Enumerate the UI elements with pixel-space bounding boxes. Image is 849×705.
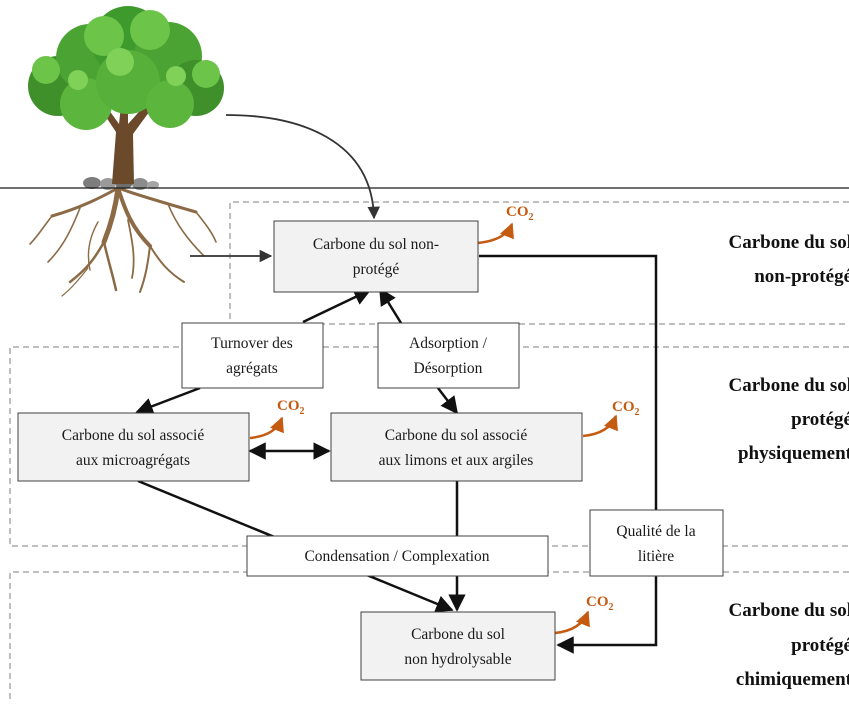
process-adsorption: Adsorption / Désorption — [377, 322, 520, 389]
node-non-hydrolysable: Carbone du sol non hydrolysable — [360, 611, 556, 681]
arrow-tree-to-carbon — [225, 114, 380, 220]
co2-label: CO2 — [612, 399, 640, 418]
process-label: Condensation / Complexation — [304, 548, 489, 565]
process-condensation: Condensation / Complexation — [246, 535, 549, 577]
co2-label: CO2 — [277, 398, 305, 417]
pool-label-line: non-protégé — [754, 266, 849, 287]
arrow-turnover-to-micro — [135, 386, 201, 415]
tree-icon — [28, 6, 224, 297]
node-label: protégé — [353, 261, 400, 278]
pool-label-line: chimiquement — [736, 669, 849, 690]
process-label: Adsorption / — [409, 335, 488, 352]
flow-arrows — [135, 114, 658, 654]
pool-label-non-protege: Carbone du sol non-protégé — [728, 232, 849, 287]
co2-labels: CO2 CO2 CO2 CO2 — [277, 204, 640, 613]
node-label: Carbone du sol non- — [313, 236, 439, 253]
process-label: Désorption — [414, 360, 483, 377]
node-label: aux limons et aux argiles — [379, 452, 534, 469]
roots-icon — [29, 185, 217, 297]
process-label: litière — [638, 548, 674, 565]
pool-region-non-protege — [229, 201, 849, 325]
pool-label-chimique: Carbone du sol protégé chimiquement — [728, 600, 849, 690]
pool-region-chimique — [9, 571, 849, 700]
node-label: Carbone du sol associé — [385, 427, 528, 444]
node-label: Carbone du sol associé — [62, 427, 205, 444]
co2-label: CO2 — [586, 594, 614, 613]
process-qualite-litiere: Qualité de la litière — [589, 509, 724, 577]
process-turnover: Turnover des agrégats — [181, 322, 324, 389]
process-label: agrégats — [226, 360, 278, 377]
arrow-adsorption-to-non-protege — [378, 287, 403, 324]
pool-label-line: Carbone du sol — [728, 232, 849, 253]
canopy-icon — [28, 6, 224, 130]
arrow-adsorption-to-limons — [437, 387, 459, 415]
co2-arrows — [249, 222, 618, 635]
node-label: aux microagrégats — [76, 452, 190, 469]
process-label: Qualité de la — [616, 523, 695, 540]
pool-label-line: Carbone du sol — [728, 375, 849, 396]
arrow-turnover-to-non-protege — [302, 288, 372, 324]
pool-label-line: Carbone du sol — [728, 600, 849, 621]
node-label: non hydrolysable — [404, 651, 511, 668]
node-label: Carbone du sol — [411, 626, 505, 643]
pool-label-line: protégé — [791, 409, 849, 430]
pool-label-line: physiquement — [738, 443, 849, 464]
pool-label-physique: Carbone du sol protégé physiquement — [728, 375, 849, 464]
node-limons-argiles: Carbone du sol associé aux limons et aux… — [330, 412, 583, 482]
pool-label-line: protégé — [791, 635, 849, 656]
node-non-protege: Carbone du sol non- protégé — [273, 220, 479, 293]
co2-label: CO2 — [506, 204, 534, 223]
pool-regions — [9, 201, 849, 700]
process-label: Turnover des — [211, 335, 293, 352]
node-microagregats: Carbone du sol associé aux microagrégats — [17, 412, 250, 482]
arrow-non-protege-to-non-hydro — [479, 254, 658, 654]
